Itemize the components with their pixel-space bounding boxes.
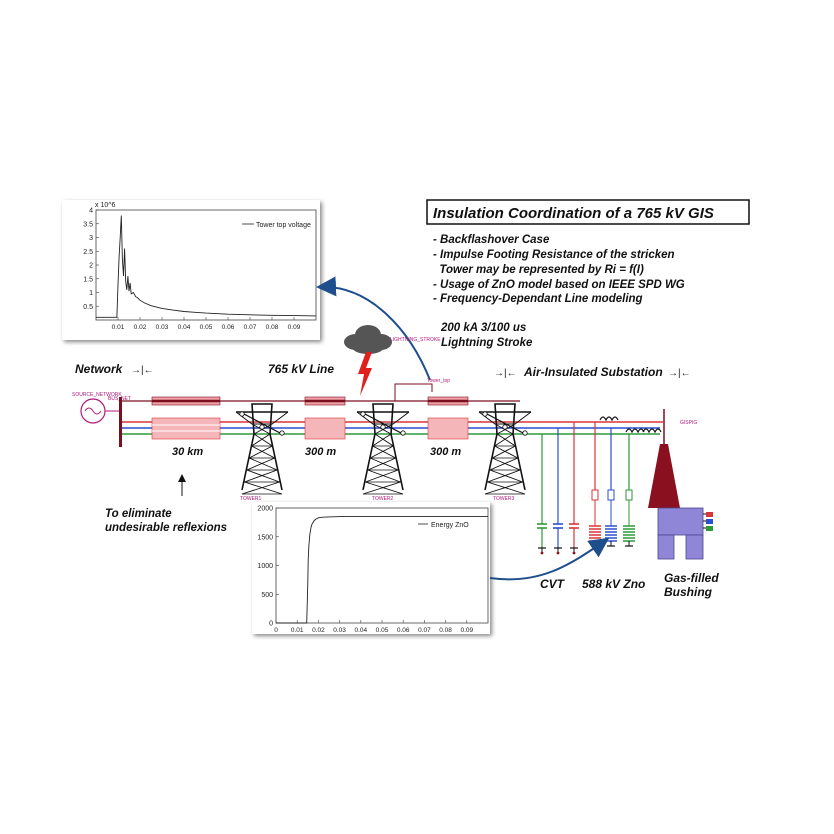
network-label: Network [75,362,124,376]
y-tick-label: 2.5 [83,249,93,256]
chart1-legend-label: Tower top voltage [256,222,311,229]
x-tick-label: 0.08 [439,627,452,634]
y-tick-label: 500 [261,592,273,599]
eliminate-label-1: To eliminate [105,508,172,520]
bullet-3: Tower may be represented by Ri = f(I) [433,264,644,276]
x-tick-label: 0.04 [178,324,191,331]
gis-enclosure [657,507,704,536]
cvt-label: CVT [540,577,566,591]
title-frame [426,199,750,225]
diagram-title: Insulation Coordination of a 765 kV GIS [433,205,714,222]
capacitor-icon [537,523,547,555]
span-300m-label-1: 300 m [305,446,336,458]
line-label: 765 kV Line [268,362,334,376]
inductor-icon [642,428,662,434]
chart2-legend-label: Energy ZnO [431,522,469,529]
arrow-to-voltage-chart [316,276,431,381]
arrow-to-energy-chart [489,537,610,581]
x-tick-label: 0.02 [134,324,147,331]
transmission-tower-icon [478,403,532,495]
transmission-tower-icon [356,403,410,495]
y-tick-label: 3 [89,235,93,242]
capacitor-icon [553,523,563,555]
gis-tag: GISPIG [680,420,697,426]
source-bus-bar [119,397,122,447]
y-tick-label: 2 [89,263,93,270]
x-tick-label: 0.09 [460,627,473,634]
x-tick-label: 0.09 [288,324,301,331]
x-tick-label: 0.01 [291,627,304,634]
x-tick-label: 0.02 [312,627,325,634]
y-tick-label: 1 [89,290,93,297]
x-tick-label: 0.08 [266,324,279,331]
y-tick-label: 1.5 [83,276,93,283]
lightning-cloud [344,325,392,354]
y-tick-label: 4 [89,208,93,215]
cvt-group [537,422,579,555]
title-box: Insulation Coordination of a 765 kV GIS … [426,199,750,305]
lightning-bolt-icon [358,352,372,396]
bushing-label-2: Bushing [664,585,713,599]
x-tick-label: 0.01 [112,324,125,331]
span-300m-label-2: 300 m [430,446,461,458]
x-tick-label: 0.06 [397,627,410,634]
energy-zno-series-line [276,516,488,624]
y-tick-label: 3.5 [83,221,93,228]
x-tick-label: 0.07 [418,627,431,634]
lightning-tag: LIGHTNING_STROKE [390,337,441,343]
x-tick-label: 0.03 [156,324,169,331]
y-tick-label: 1000 [257,563,273,570]
x-tick-label: 0.05 [200,324,213,331]
zno-label: 588 kV Zno [582,577,645,591]
gas-filled-bushing-icon [648,444,680,508]
zno-arresters [589,422,635,547]
bullet-5: - Frequency-Dependant Line modeling [433,293,643,305]
network-marker: →|← [131,365,154,376]
line-segment-30km [151,396,221,440]
stroke-label: Lightning Stroke [441,337,533,349]
chart1-multiplier: x 10^6 [95,202,116,209]
chart1-plot-area [95,209,317,321]
energy-zno-chart: 0 500 1000 1500 2000 0 0.01 0.02 0.03 0.04 0.05 0.… [252,502,490,634]
bullet-2: - Impulse Footing Resistance of the stri… [433,249,675,261]
capacitor-icon [569,523,579,555]
x-tick-label: 0 [274,627,278,634]
tower1-tag: TOWER1 [240,496,262,502]
y-tick-label: 1500 [257,534,273,541]
y-tick-label: 0.5 [83,304,93,311]
stroke-spec-label: 200 kA 3/100 us [440,322,526,334]
x-tick-label: 0.03 [333,627,346,634]
bushing-label-1: Gas-filled [664,571,719,585]
zno-arrester-icon [589,489,601,547]
substation-marker-right: →|← [668,368,691,379]
tower2-tag: TOWER2 [372,496,394,502]
source-tag: SOURCE_NETWORK [72,392,122,398]
substation-label: Air-Insulated Substation [523,365,663,379]
span-30km-label: 30 km [172,446,203,458]
substation: GISPIG [537,409,713,560]
inductor-icon [625,428,645,434]
tower-top-tag: Tower_top [427,378,450,384]
line-segment-300m-2 [427,396,469,440]
zno-arrester-icon [605,489,617,547]
bullet-4: - Usage of ZnO model based on IEEE SPD W… [433,279,685,291]
x-tick-label: 0.04 [354,627,367,634]
tower-voltage-chart: x 10^6 0.5 1 1.5 2 2.5 3 3.5 4 0.01 0.02 0.03 0.04… [62,200,320,340]
zno-arrester-icon [623,489,635,547]
y-tick-label: 0 [269,621,273,628]
bullet-1: - Backflashover Case [433,234,550,246]
eliminate-label-2: undesirable reflexions [105,522,227,534]
tower3-tag: TOWER3 [493,496,515,502]
x-tick-label: 0.07 [244,324,257,331]
transmission-tower-icon [235,403,289,495]
substation-marker-left: →|← [494,368,517,379]
y-tick-label: 2000 [257,506,273,513]
line-segment-300m-1 [304,396,346,440]
x-tick-label: 0.06 [222,324,235,331]
source-network: SOURCE_NETWORK BUS_NET [72,392,131,447]
inductor-icon [599,416,619,422]
x-tick-label: 0.05 [376,627,389,634]
tower-voltage-series-line [96,215,317,318]
